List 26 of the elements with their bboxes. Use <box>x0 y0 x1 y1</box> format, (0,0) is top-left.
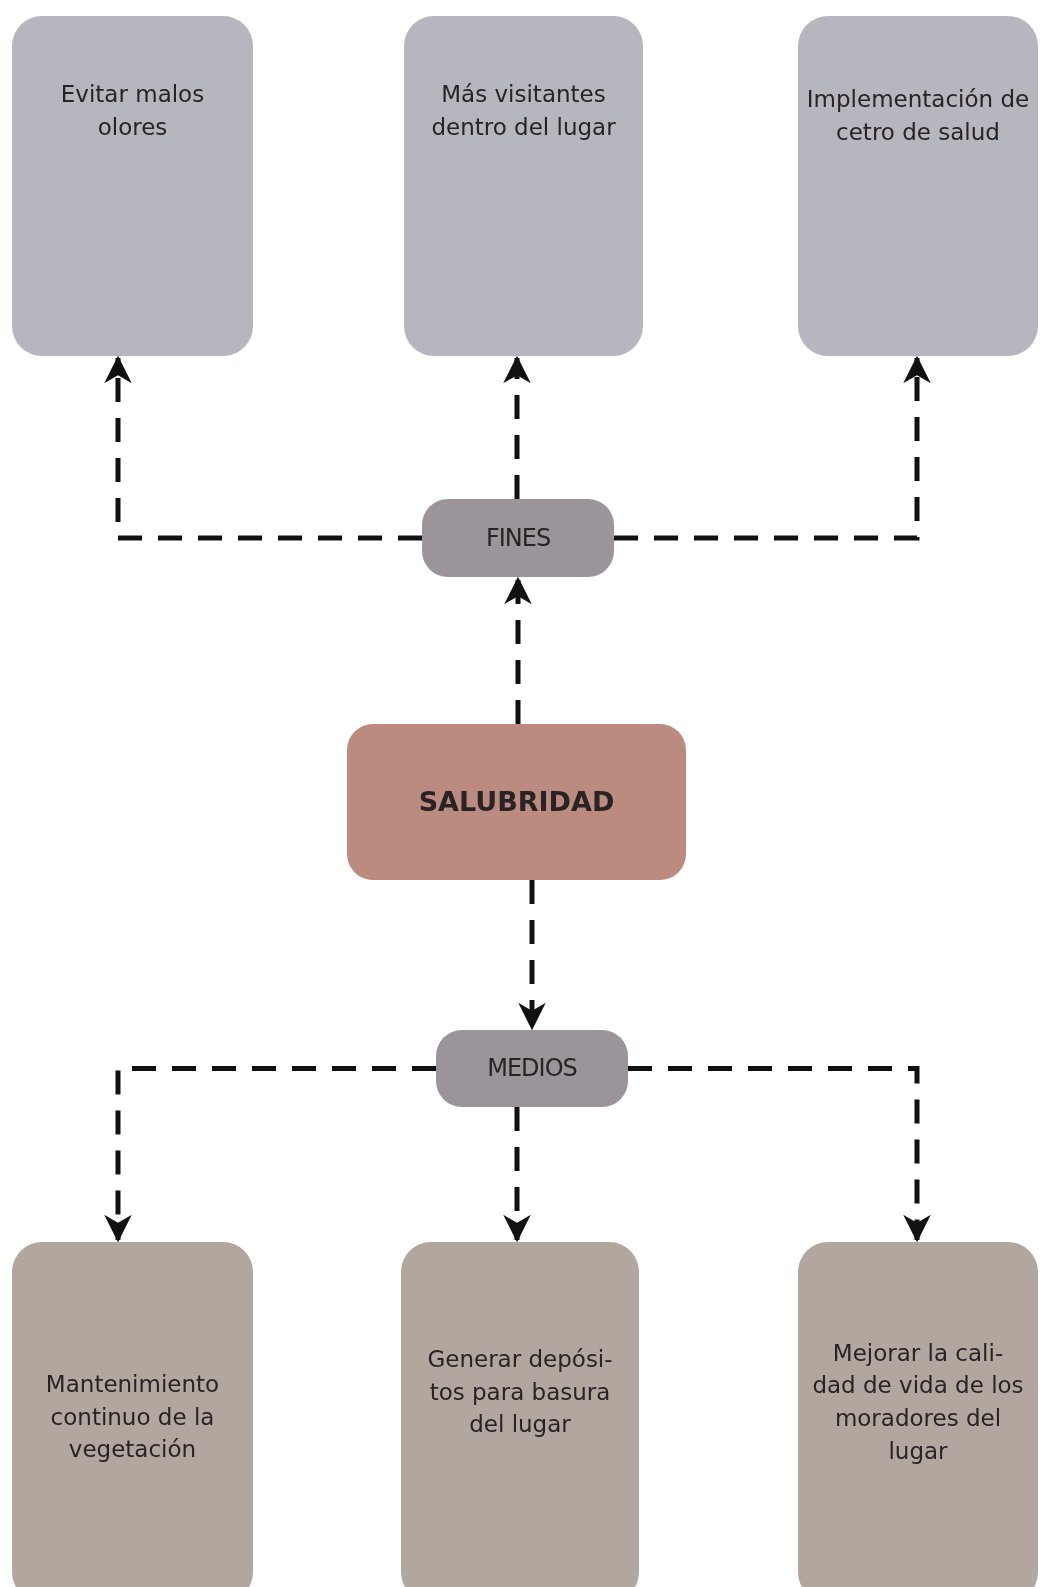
pill-box <box>436 1030 628 1107</box>
dashed-arrow <box>518 880 546 1031</box>
box-text: Implementación de cetro de salud <box>805 85 1031 147</box>
box-text: Generar depósi- tos para basura del lugar <box>426 1345 614 1440</box>
box-text: Evitar malos olores <box>59 80 206 142</box>
rounded-box <box>798 1242 1038 1587</box>
dashed-arrow <box>503 355 531 499</box>
core-box <box>347 724 686 880</box>
pill-box <box>422 499 614 577</box>
dashed-arrow <box>614 355 931 541</box>
rounded-box <box>401 1242 639 1587</box>
rounded-box <box>12 16 253 356</box>
rounded-box <box>12 1242 253 1587</box>
dashed-arrow <box>503 1107 531 1243</box>
dashed-arrow <box>104 1066 436 1243</box>
box-text: Mantenimiento continuo de la vegetación <box>44 1370 221 1465</box>
rounded-box <box>404 16 643 356</box>
rounded-box <box>798 16 1038 356</box>
box-text: MEDIOS <box>487 1053 577 1085</box>
box-text: SALUBRIDAD <box>418 784 615 819</box>
box-text: FINES <box>485 522 551 554</box>
dashed-arrow <box>104 355 422 541</box>
dashed-arrow <box>628 1066 931 1243</box>
dashed-arrow <box>504 576 532 724</box>
box-text: Más visitantes dentro del lugar <box>430 80 617 142</box>
box-text: Mejorar la cali- dad de vida de los moradores del lugar <box>811 1338 1025 1466</box>
